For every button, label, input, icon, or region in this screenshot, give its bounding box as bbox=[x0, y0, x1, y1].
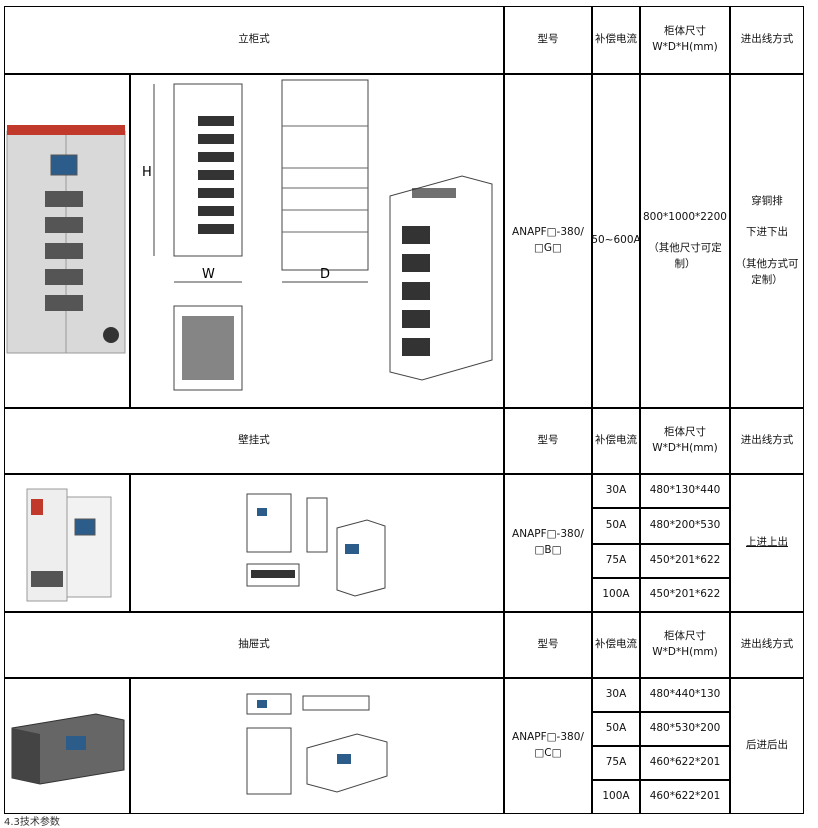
wall-unit-photo bbox=[26, 488, 112, 602]
size-value: 480*200*530 bbox=[649, 519, 721, 532]
section-title-text: 壁挂式 bbox=[238, 434, 270, 447]
current-header: 补偿电流 bbox=[592, 6, 640, 74]
current-cell: 100A bbox=[592, 578, 640, 612]
current-value: 50~600A bbox=[591, 234, 641, 247]
size-cell: 800*1000*2200 （其他尺寸可定 制） bbox=[640, 74, 730, 408]
wiring-cell: 上进上出 bbox=[730, 474, 804, 612]
drawing-label-d: D bbox=[320, 267, 330, 282]
size-value: 480*440*130 bbox=[649, 688, 721, 701]
model-cell: ANAPF□-380/ □G□ bbox=[504, 74, 592, 408]
current-header: 补偿电流 bbox=[592, 408, 640, 474]
drawing-label-h: H bbox=[142, 165, 152, 180]
wall-unit-drawings bbox=[246, 493, 386, 597]
current-header-text: 补偿电流 bbox=[595, 638, 637, 651]
wiring-header: 进出线方式 bbox=[730, 6, 804, 74]
section-title-text: 抽屉式 bbox=[238, 638, 270, 651]
section-title-text: 立柜式 bbox=[238, 33, 270, 46]
current-value: 75A bbox=[605, 756, 627, 769]
size-header-text: 柜体尺寸 W*D*H(mm) bbox=[652, 630, 718, 658]
wiring-header: 进出线方式 bbox=[730, 408, 804, 474]
model-header-text: 型号 bbox=[537, 434, 559, 447]
model-header-text: 型号 bbox=[537, 638, 559, 651]
size-cell: 480*200*530 bbox=[640, 508, 730, 544]
wiring-header: 进出线方式 bbox=[730, 612, 804, 678]
current-value: 30A bbox=[605, 688, 627, 701]
size-value: 800*1000*2200 （其他尺寸可定 制） bbox=[643, 210, 727, 270]
model-header: 型号 bbox=[504, 6, 592, 74]
model-header: 型号 bbox=[504, 612, 592, 678]
current-header: 补偿电流 bbox=[592, 612, 640, 678]
current-value: 50A bbox=[605, 722, 627, 735]
current-header-text: 补偿电流 bbox=[595, 434, 637, 447]
current-cell: 75A bbox=[592, 544, 640, 578]
section-title-drawer: 抽屉式 bbox=[4, 612, 504, 678]
size-value: 480*130*440 bbox=[649, 484, 721, 497]
wiring-cell: 后进后出 bbox=[730, 678, 804, 814]
size-value: 450*201*622 bbox=[649, 588, 721, 601]
size-cell: 450*201*622 bbox=[640, 544, 730, 578]
model-header-text: 型号 bbox=[537, 33, 559, 46]
size-value: 480*530*200 bbox=[649, 722, 721, 735]
size-cell: 460*622*201 bbox=[640, 780, 730, 814]
floor-cabinet-drawings: H W D bbox=[142, 79, 493, 391]
current-cell: 30A bbox=[592, 678, 640, 712]
current-cell: 50A bbox=[592, 712, 640, 746]
size-header-text: 柜体尺寸 W*D*H(mm) bbox=[652, 25, 718, 53]
section-title-floor-standing: 立柜式 bbox=[4, 6, 504, 74]
size-cell: 480*130*440 bbox=[640, 474, 730, 508]
model-value: ANAPF□-380/ □B□ bbox=[512, 528, 584, 556]
model-cell: ANAPF□-380/ □B□ bbox=[504, 474, 592, 612]
wiring-header-text: 进出线方式 bbox=[740, 434, 794, 447]
technical-drawing-cell bbox=[130, 474, 504, 612]
wiring-value: 上进上出 bbox=[746, 536, 788, 549]
product-photo-cell bbox=[4, 678, 130, 814]
product-spec-table: 立柜式 型号 补偿电流 柜体尺寸 W*D*H(mm) 进出线方式 bbox=[4, 6, 804, 814]
technical-drawing-cell: H W D bbox=[130, 74, 504, 408]
size-value: 460*622*201 bbox=[649, 756, 721, 769]
current-value: 50A bbox=[605, 519, 627, 532]
model-header: 型号 bbox=[504, 408, 592, 474]
product-photo-cell bbox=[4, 474, 130, 612]
size-header: 柜体尺寸 W*D*H(mm) bbox=[640, 6, 730, 74]
wiring-value: 穿铜排 下进下出 （其他方式可 定制） bbox=[735, 194, 799, 286]
size-cell: 460*622*201 bbox=[640, 746, 730, 780]
current-value: 75A bbox=[605, 554, 627, 567]
drawer-unit-photo bbox=[11, 713, 125, 785]
section-title-wall-mounted: 壁挂式 bbox=[4, 408, 504, 474]
technical-drawing-cell bbox=[130, 678, 504, 814]
current-cell: 50A bbox=[592, 508, 640, 544]
wiring-cell: 穿铜排 下进下出 （其他方式可 定制） bbox=[730, 74, 804, 408]
floor-cabinet-photo bbox=[6, 125, 126, 354]
size-header-text: 柜体尺寸 W*D*H(mm) bbox=[652, 426, 718, 454]
current-header-text: 补偿电流 bbox=[595, 33, 637, 46]
size-cell: 450*201*622 bbox=[640, 578, 730, 612]
size-header: 柜体尺寸 W*D*H(mm) bbox=[640, 612, 730, 678]
current-cell: 30A bbox=[592, 474, 640, 508]
wiring-header-text: 进出线方式 bbox=[740, 638, 794, 651]
model-value: ANAPF□-380/ □G□ bbox=[512, 226, 584, 254]
current-cell: 100A bbox=[592, 780, 640, 814]
size-header: 柜体尺寸 W*D*H(mm) bbox=[640, 408, 730, 474]
wiring-header-text: 进出线方式 bbox=[740, 33, 794, 46]
model-cell: ANAPF□-380/ □C□ bbox=[504, 678, 592, 814]
size-cell: 480*440*130 bbox=[640, 678, 730, 712]
model-value: ANAPF□-380/ □C□ bbox=[512, 731, 584, 759]
size-cell: 480*530*200 bbox=[640, 712, 730, 746]
size-value: 460*622*201 bbox=[649, 790, 721, 803]
size-value: 450*201*622 bbox=[649, 554, 721, 567]
drawer-unit-drawings bbox=[246, 693, 388, 795]
corner-badge-icon bbox=[103, 327, 119, 343]
wiring-value: 后进后出 bbox=[746, 739, 788, 752]
current-value: 30A bbox=[605, 484, 627, 497]
section-heading-partial: 4.3技术参数 bbox=[4, 817, 60, 828]
current-value: 100A bbox=[602, 588, 630, 601]
current-value: 100A bbox=[602, 790, 630, 803]
product-photo-cell bbox=[4, 74, 130, 408]
current-cell: 50~600A bbox=[591, 74, 641, 408]
drawing-label-w: W bbox=[202, 267, 215, 282]
current-cell: 75A bbox=[592, 746, 640, 780]
